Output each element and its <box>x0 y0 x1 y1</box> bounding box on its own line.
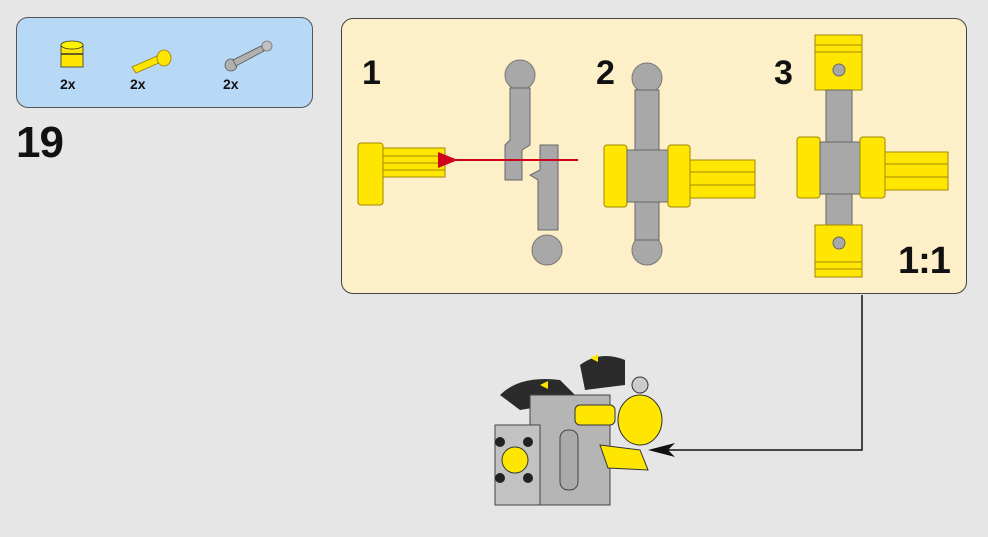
leader-arrowhead <box>648 443 675 457</box>
substep-1-axle <box>357 142 446 206</box>
substep-1-connecting-rods <box>504 59 563 266</box>
substep-2-assembly <box>603 62 756 266</box>
parts-list-box: 2x 2x 2x <box>16 17 313 108</box>
axle-with-stop-part-icon <box>131 49 172 74</box>
connecting-rod-part-icon <box>224 40 273 72</box>
substep-number-1: 1 <box>362 54 381 92</box>
substep-number-2: 2 <box>596 54 615 92</box>
step-number: 19 <box>16 118 64 167</box>
scale-label: 1:1 <box>898 240 951 282</box>
parts-icons <box>60 40 273 74</box>
axle-quantity: 2x <box>130 76 146 92</box>
connecting-rod-quantity: 2x <box>223 76 239 92</box>
piston-quantity: 2x <box>60 76 76 92</box>
substep-number-3: 3 <box>774 54 793 92</box>
substep-3-assembly <box>796 34 949 278</box>
piston-part-icon <box>60 40 84 68</box>
engine-model <box>494 354 663 506</box>
callout-leader-line <box>665 295 863 451</box>
